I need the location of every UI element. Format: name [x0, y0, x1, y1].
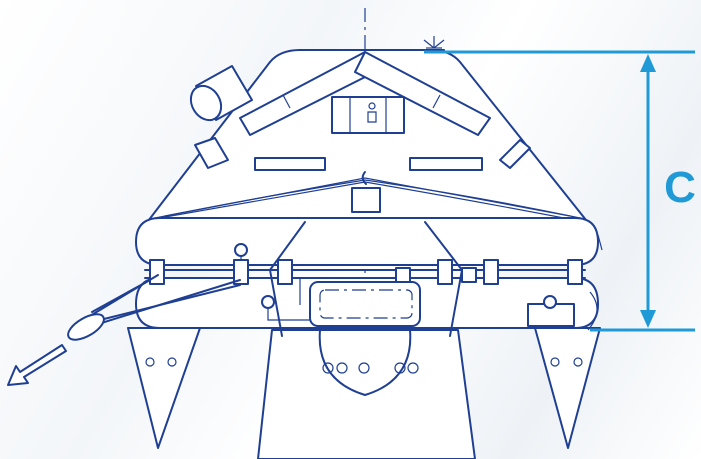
canopy [144, 49, 591, 226]
dimension-c-marker [424, 50, 695, 332]
ballast-hull [257, 329, 476, 459]
ballast-legs [127, 327, 601, 449]
pull-direction-arrow-icon [7, 344, 67, 386]
top-light [423, 36, 445, 51]
lifeline-strap [144, 259, 586, 285]
upper-buoyancy-tube [135, 217, 599, 266]
painter-line [7, 274, 241, 386]
equipment-box [527, 291, 598, 331]
canister [189, 65, 253, 122]
dimension-c-label: C [664, 163, 696, 212]
